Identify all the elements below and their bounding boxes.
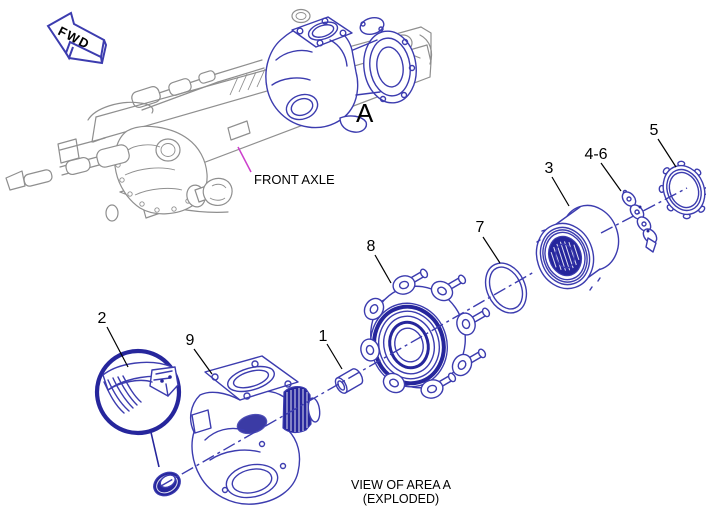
part-label-2: 2 xyxy=(98,310,107,327)
caption-line-1: VIEW OF AREA A xyxy=(351,478,452,492)
leader-line-9 xyxy=(193,348,213,375)
part-label-3: 3 xyxy=(545,160,554,177)
bushing-part xyxy=(334,368,364,394)
fwd-label: FWD xyxy=(56,23,93,52)
leader-line-2 xyxy=(106,326,129,368)
knuckle-part xyxy=(189,355,321,505)
fwd-arrow: FWD xyxy=(46,11,108,65)
leader-line-4-6 xyxy=(600,162,622,192)
seal-detail-circle xyxy=(94,348,182,436)
part-label-7: 7 xyxy=(476,219,485,236)
caption-line-2: (EXPLODED) xyxy=(363,492,439,506)
part-label-9: 9 xyxy=(186,332,195,349)
part-label-1: 1 xyxy=(319,328,328,345)
locknut-part xyxy=(658,160,706,220)
hub-part xyxy=(360,268,491,399)
leader-line-7 xyxy=(482,236,501,264)
part-label-4-6: 4-6 xyxy=(584,146,607,163)
hub-lug-ear xyxy=(360,275,476,399)
bearing-part xyxy=(535,204,620,291)
leader-line-1 xyxy=(326,343,343,370)
oring-part xyxy=(484,262,528,314)
part-labels: 2 9 1 8 7 3 4-6 5 xyxy=(98,122,677,375)
washer-set-part xyxy=(621,189,658,253)
part-label-5: 5 xyxy=(650,122,659,139)
steering-knuckle-highlight: A xyxy=(265,16,417,133)
exploded-view-caption: VIEW OF AREA A (EXPLODED) xyxy=(351,478,452,506)
detail-circle-pointer-line xyxy=(149,427,160,468)
area-a-label: A xyxy=(356,98,374,128)
seal-part xyxy=(153,471,181,497)
leader-line-3 xyxy=(551,176,570,207)
leader-line-5 xyxy=(657,138,677,168)
exploded-centerline xyxy=(160,187,688,487)
front-axle-callout-line xyxy=(237,146,252,173)
part-label-8: 8 xyxy=(367,238,376,255)
front-axle-label: FRONT AXLE xyxy=(254,172,335,187)
leader-line-8 xyxy=(374,254,392,284)
